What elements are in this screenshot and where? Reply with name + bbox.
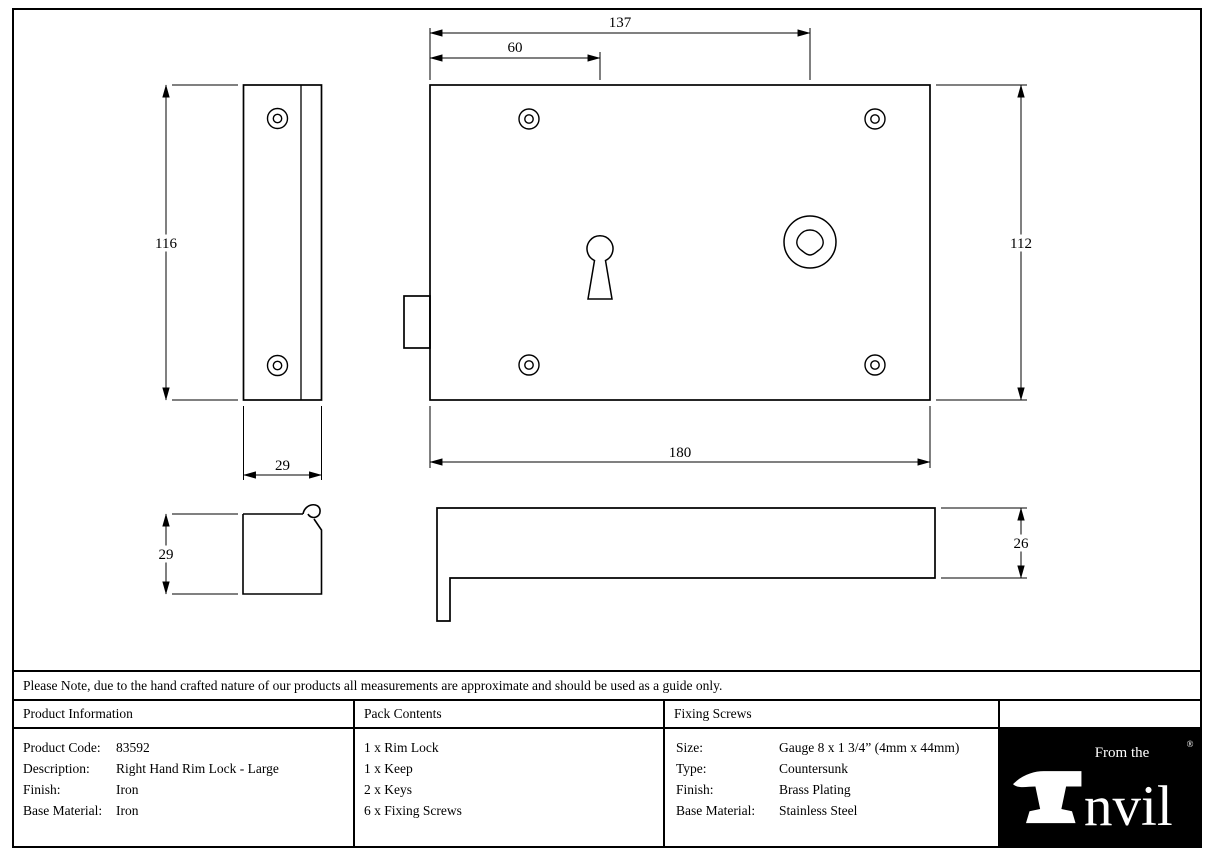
anvil-logo-svg: From the ® nvil [1000,730,1200,845]
drawing-svg: 137 60 116 112 29 180 29 26 [149,15,1038,622]
screw-base-material-value: Stainless Steel [779,802,858,818]
measurement-note: Please Note, due to the hand crafted nat… [14,670,1200,701]
product-information-column: Product Information Product Code: 83592 … [14,701,355,846]
list-item: 6 x Fixing Screws [364,802,462,818]
pack-contents-column: Pack Contents 1 x Rim Lock 1 x Keep 2 x … [355,701,665,846]
product-code-label: Product Code: [23,739,101,755]
list-item: 2 x Keys [364,781,412,797]
logo-header-spacer [1000,701,1200,729]
screw-finish-label: Finish: [676,781,714,797]
fixing-screws-body: Size: Gauge 8 x 1 3/4” (4mm x 44mm) Type… [665,729,998,846]
finish-value: Iron [116,781,139,797]
description-label: Description: [23,760,90,776]
dim-label-112: 112 [1010,236,1032,252]
screw-type-value: Countersunk [779,760,848,776]
pack-contents-header: Pack Contents [355,701,663,729]
table-row: Type: Countersunk [665,758,998,779]
keep-profile-view [242,504,323,595]
latch-bolt [403,295,431,349]
screw-size-label: Size: [676,739,703,755]
list-item: 1 x Rim Lock [364,739,439,755]
table-row: Product Code: 83592 [14,737,353,758]
keep-front-view [242,84,323,401]
spec-sheet: 137 60 116 112 29 180 29 26 Please Note,… [12,8,1202,848]
table-row: Description: Right Hand Rim Lock - Large [14,758,353,779]
table-row: Size: Gauge 8 x 1 3/4” (4mm x 44mm) [665,737,998,758]
dim-label-180: 180 [669,445,692,461]
anvil-icon [1013,771,1082,824]
dim-label-60: 60 [508,40,523,56]
dim-label-116: 116 [155,236,177,252]
dimension-labels: 137 60 116 112 29 180 29 26 [155,15,1032,563]
dim-label-26: 26 [1014,536,1030,552]
finish-label: Finish: [23,781,61,797]
product-code-value: 83592 [116,739,150,755]
dim-label-29-depth: 29 [159,547,174,563]
spec-table: Product Information Product Code: 83592 … [14,701,1200,846]
screw-base-material-label: Base Material: [676,802,756,818]
table-row: Finish: Brass Plating [665,779,998,800]
logo-tagline: From the [1095,745,1150,761]
table-row: Finish: Iron [14,779,353,800]
dimension-lines [162,28,1027,595]
logo-column: From the ® nvil [1000,701,1200,846]
spindle-hole [783,215,837,269]
logo-brand-text: nvil [1084,775,1173,838]
keyhole [586,234,614,300]
base-material-value: Iron [116,802,139,818]
rim-lock-front-view [403,84,931,401]
product-information-body: Product Code: 83592 Description: Right H… [14,729,353,846]
table-row: Base Material: Iron [14,800,353,821]
list-item: 1 x Keep [364,760,413,776]
base-material-label: Base Material: [23,802,103,818]
from-the-anvil-logo: From the ® nvil [1000,729,1200,846]
measurement-note-text: Please Note, due to the hand crafted nat… [23,677,723,693]
table-row: Base Material: Stainless Steel [665,800,998,821]
technical-drawing: 137 60 116 112 29 180 29 26 [14,10,1200,670]
fixing-screws-column: Fixing Screws Size: Gauge 8 x 1 3/4” (4m… [665,701,1000,846]
registered-trademark-icon: ® [1187,739,1194,749]
spindle-follower [796,229,824,256]
dim-label-29-width: 29 [275,458,290,474]
dimension-label-backplates [149,234,1038,563]
pack-contents-body: 1 x Rim Lock 1 x Keep 2 x Keys 6 x Fixin… [355,729,663,846]
screw-finish-value: Brass Plating [779,781,851,797]
fixing-screws-header: Fixing Screws [665,701,998,729]
description-value: Right Hand Rim Lock - Large [116,760,279,776]
product-information-header: Product Information [14,701,353,729]
screw-type-label: Type: [676,760,707,776]
lock-side-view [436,507,936,622]
screw-size-value: Gauge 8 x 1 3/4” (4mm x 44mm) [779,739,960,755]
dim-label-137: 137 [609,15,632,31]
